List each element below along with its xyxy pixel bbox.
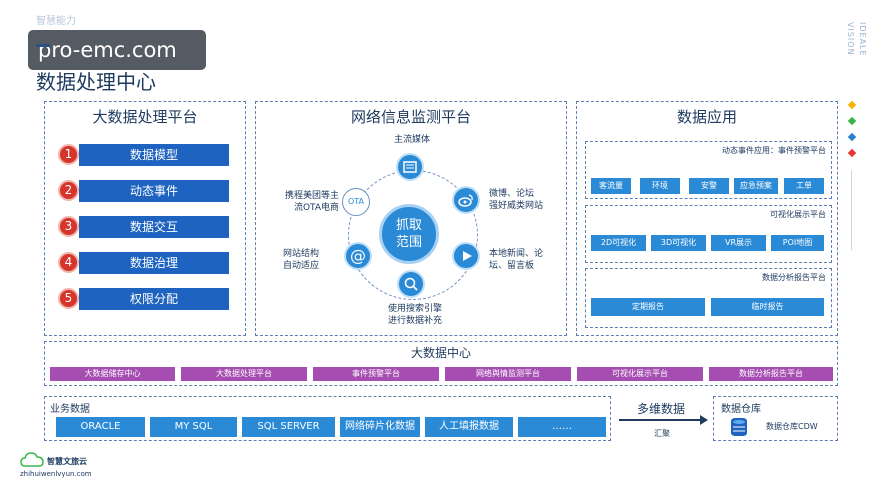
arrow-line <box>619 419 704 421</box>
ota-icon: OTA <box>342 188 370 216</box>
bigdata-item-bar[interactable]: 动态事件 <box>79 180 229 202</box>
business-source-button[interactable]: ORACLE <box>56 417 145 437</box>
search-label: 使用搜索引擎 进行数据补充 <box>384 303 446 327</box>
diamond-icon-blue <box>847 132 857 142</box>
app-button[interactable]: 3D可视化 <box>651 235 706 251</box>
diamond-icon-yellow <box>847 100 857 110</box>
center-item[interactable]: 可视化展示平台 <box>577 367 703 381</box>
bigdata-item-bar[interactable]: 权限分配 <box>79 288 229 310</box>
title-accent-bar <box>36 44 50 47</box>
side-vertical-text-2: IDEALE <box>858 22 867 57</box>
cloud-logo-icon <box>20 452 44 468</box>
number-badge: 2 <box>58 180 79 201</box>
multi-dimension-title: 多维数据 <box>637 402 686 416</box>
logo-url: zhihuiwenlvyun.com <box>20 470 92 478</box>
business-data-title: 业务数据 <box>50 404 90 415</box>
big-data-center-title: 大数据中心 <box>410 346 471 360</box>
app-button[interactable]: 客流量 <box>591 178 631 194</box>
business-data-box <box>44 396 611 441</box>
crawl-scope-circle: 抓取 范围 <box>379 204 439 264</box>
app-section-title: 可视化展示平台 <box>770 210 826 219</box>
center-item[interactable]: 事件预警平台 <box>313 367 439 381</box>
center-item[interactable]: 大数据处理平台 <box>181 367 307 381</box>
business-source-button[interactable]: SQL SERVER <box>242 417 335 437</box>
business-source-button[interactable]: MY SQL <box>150 417 237 437</box>
weibo-icon <box>452 186 480 214</box>
center-item[interactable]: 大数据储存中心 <box>50 367 175 381</box>
at-sign-icon: @ <box>344 242 372 270</box>
business-source-button[interactable]: …… <box>518 417 606 437</box>
bigdata-item-bar[interactable]: 数据治理 <box>79 252 229 274</box>
panel-bigdata-title: 大数据处理平台 <box>92 108 198 126</box>
warehouse-box <box>713 396 838 441</box>
top-media-label: 主流媒体 <box>394 135 431 145</box>
local-news-label: 本地新闻、论 坛、留言板 <box>489 248 543 272</box>
weibo-label-line-2: 强好威类网站 <box>489 201 544 211</box>
search-label-line-2: 进行数据补充 <box>387 316 442 326</box>
side-divider <box>851 170 852 250</box>
watermark-badge: pro-emc.com <box>28 30 206 70</box>
business-source-button[interactable]: 人工填报数据 <box>425 417 513 437</box>
center-item[interactable]: 网络舆情监测平台 <box>445 367 571 381</box>
app-button[interactable]: 定期报告 <box>591 298 705 316</box>
app-button[interactable]: 安警 <box>689 178 729 194</box>
play-icon <box>452 242 480 270</box>
logo-name: 智慧文旅云 <box>47 457 87 466</box>
ota-label: 携程美团等主 流OTA电商 <box>283 190 339 214</box>
site-adapt-line-2: 自动适应 <box>283 261 320 271</box>
app-section-visualization <box>585 205 832 263</box>
number-badge: 1 <box>58 144 79 165</box>
site-adapt-label: 网站结构 自动适应 <box>283 248 339 272</box>
app-button[interactable]: 2D可视化 <box>591 235 646 251</box>
panel-monitor-title: 网络信息监测平台 <box>350 108 471 126</box>
local-news-line-2: 坛、留言板 <box>489 261 535 271</box>
arrow-right-icon <box>700 415 708 425</box>
aggregate-label: 汇聚 <box>654 429 670 438</box>
weibo-label-line-1: 微博、论坛 <box>489 189 535 199</box>
crawl-scope-line-2: 范围 <box>395 235 422 250</box>
diamond-icon-red <box>847 148 857 158</box>
app-button[interactable]: VR展示 <box>711 235 766 251</box>
number-badge: 4 <box>58 252 79 273</box>
weibo-label: 微博、论坛 强好威类网站 <box>489 188 543 212</box>
panel-bigdata-platform <box>44 101 246 336</box>
crawl-scope-line-1: 抓取 <box>395 218 422 233</box>
ota-label-line-2: 流OTA电商 <box>293 203 339 213</box>
app-button[interactable]: 应急预案 <box>734 178 778 194</box>
app-section-title: 动态事件应用：事件预警平台 <box>722 146 826 155</box>
app-button[interactable]: POI地图 <box>771 235 824 251</box>
number-badge: 5 <box>58 288 79 309</box>
warehouse-label: 数据仓库CDW <box>766 422 818 431</box>
local-news-line-1: 本地新闻、论 <box>489 249 544 259</box>
search-icon <box>397 270 425 298</box>
page-title: 数据处理中心 <box>36 70 156 94</box>
news-icon <box>396 153 424 181</box>
business-source-button[interactable]: 网络碎片化数据 <box>340 417 420 437</box>
bigdata-item-bar[interactable]: 数据交互 <box>79 216 229 238</box>
app-button[interactable]: 临时报告 <box>711 298 824 316</box>
warehouse-title: 数据仓库 <box>721 404 761 415</box>
bigdata-item-bar[interactable]: 数据模型 <box>79 144 229 166</box>
search-label-line-1: 使用搜索引擎 <box>387 304 442 314</box>
app-button[interactable]: 工单 <box>784 178 824 194</box>
site-adapt-line-1: 网站结构 <box>283 249 320 259</box>
database-icon <box>731 418 747 436</box>
app-section-reports <box>585 268 832 328</box>
brand-small-text: 智慧能力 <box>36 16 76 27</box>
side-vertical-text-1: VISION <box>846 22 855 56</box>
diamond-icon-green <box>847 116 857 126</box>
app-section-event-warning <box>585 141 832 199</box>
big-data-center-band <box>44 341 838 386</box>
ota-label-line-1: 携程美团等主 <box>284 191 339 201</box>
number-badge: 3 <box>58 216 79 237</box>
panel-network-monitor <box>255 101 567 336</box>
app-section-title: 数据分析报告平台 <box>762 273 826 282</box>
panel-data-apps <box>576 101 838 336</box>
center-item[interactable]: 数据分析报告平台 <box>709 367 833 381</box>
app-button[interactable]: 环境 <box>640 178 680 194</box>
panel-apps-title: 数据应用 <box>676 108 737 126</box>
